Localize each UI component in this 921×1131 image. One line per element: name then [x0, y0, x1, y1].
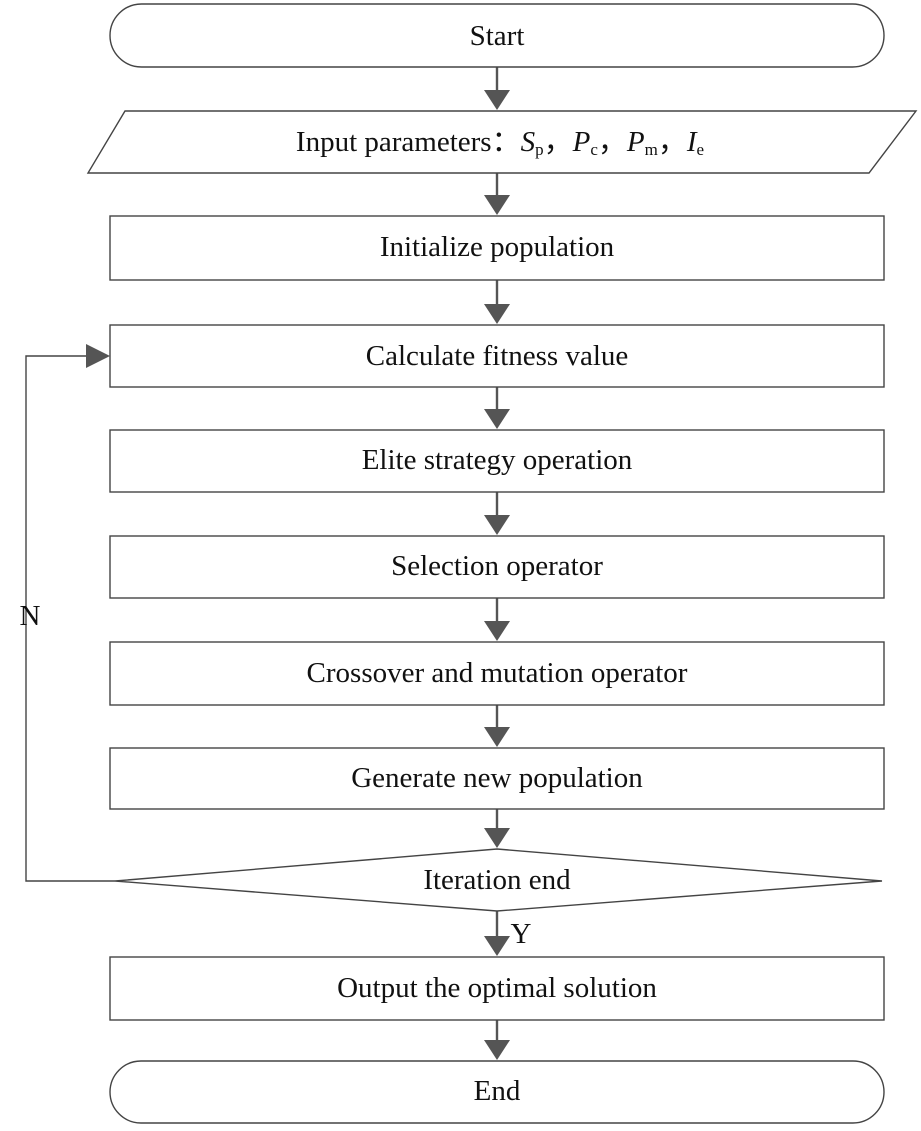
node-generate: Generate new population	[109, 747, 885, 810]
node-end-label: End	[474, 1075, 521, 1107]
node-elite-label: Elite strategy operation	[362, 444, 633, 476]
node-init-label: Initialize population	[380, 231, 615, 263]
node-elite: Elite strategy operation	[109, 429, 885, 493]
node-fitness-label: Calculate fitness value	[366, 340, 629, 372]
input-label-text: Input parameters：	[296, 126, 521, 158]
edge-iteration-fitness-loop	[25, 344, 115, 882]
node-crossover-label: Crossover and mutation operator	[307, 657, 688, 689]
edge-init-fitness	[484, 280, 510, 324]
node-input-label: Input parameters：Sp，Pc，Pm，Ie	[296, 126, 704, 159]
node-input: Input parameters：Sp，Pc，Pm，Ie	[86, 110, 918, 174]
node-generate-label: Generate new population	[351, 762, 643, 794]
node-fitness: Calculate fitness value	[109, 324, 885, 388]
node-iteration: Iteration end	[114, 848, 883, 912]
node-selection: Selection operator	[109, 535, 885, 599]
node-start-label: Start	[470, 20, 525, 52]
node-start: Start	[109, 3, 885, 68]
node-selection-label: Selection operator	[391, 550, 603, 582]
edge-crossover-generate	[484, 705, 510, 747]
edge-label-y: Y	[511, 918, 532, 950]
param-ie: Ie	[686, 126, 704, 159]
param-sp: Sp，	[521, 126, 573, 159]
node-end: End	[109, 1060, 885, 1124]
node-output-label: Output the optimal solution	[337, 972, 657, 1004]
edge-output-end	[484, 1020, 510, 1060]
edge-label-n: N	[20, 600, 41, 632]
param-pm: Pm，	[626, 126, 687, 159]
node-init: Initialize population	[109, 215, 885, 281]
edge-input-init	[484, 173, 510, 215]
edge-fitness-elite	[484, 387, 510, 429]
edge-selection-crossover	[484, 598, 510, 641]
edge-elite-selection	[484, 492, 510, 535]
node-crossover: Crossover and mutation operator	[109, 641, 885, 706]
node-output: Output the optimal solution	[109, 956, 885, 1021]
node-iteration-label: Iteration end	[423, 864, 571, 896]
edge-iteration-output	[484, 910, 510, 956]
edge-start-input	[484, 67, 510, 110]
edge-generate-iteration	[484, 809, 510, 848]
param-pc: Pc，	[572, 126, 627, 159]
